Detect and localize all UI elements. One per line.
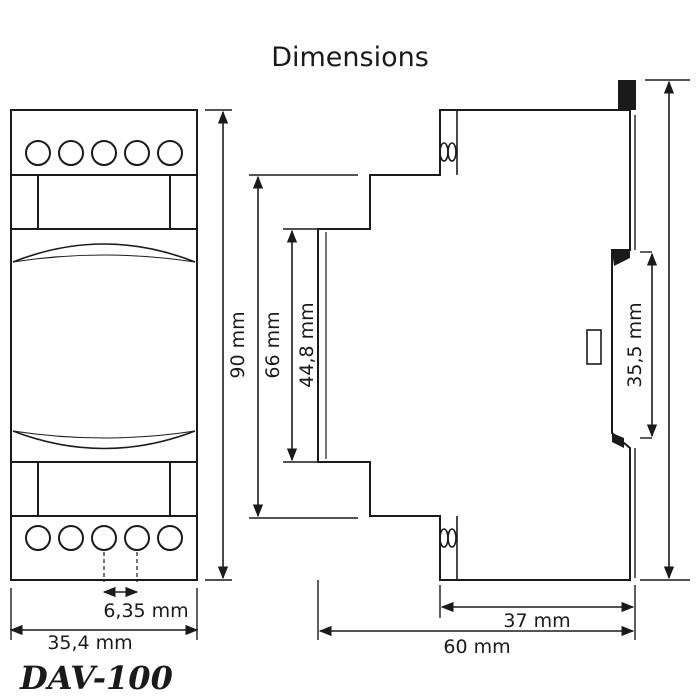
depth-front-label: 37 mm [503,610,570,632]
terminal-pitch-label: 6,35 mm [103,600,188,622]
top-terminal-2 [58,140,84,166]
height-mid-label: 66 mm [262,311,284,378]
bottom-terminal-4 [124,525,150,551]
front-panel-curve-top-inner [12,254,196,263]
front-panel-curve-bottom [12,430,196,450]
diagram-title: Dimensions [271,42,429,73]
bottom-terminal-5 [157,525,183,551]
rail-clip-top [612,250,630,266]
rail-label: 35,5 mm [624,302,646,387]
top-terminal-5 [157,140,183,166]
top-terminals [25,140,183,166]
width-label: 35,4 mm [47,632,132,654]
height-front-label: 44,8 mm [296,302,318,387]
side-view-outline [317,109,631,581]
depth-total-label: 60 mm [443,636,510,658]
front-view [10,109,198,581]
side-terminal-screw-top [439,142,457,162]
height-total-label: 90 mm [227,311,249,378]
front-panel [10,228,198,463]
model-name: DAV-100 [19,659,173,697]
top-terminal-4 [124,140,150,166]
side-terminal-screw-bottom [439,528,457,548]
bottom-terminal-3 [91,525,117,551]
front-panel-curve-bottom-inner [12,430,196,439]
mounting-latch [618,80,636,110]
front-panel-curve-top [12,243,196,263]
bottom-terminal-1 [25,525,51,551]
top-terminal-3 [91,140,117,166]
bottom-terminals [25,525,183,551]
bottom-terminal-2 [58,525,84,551]
side-view-slot [586,329,602,365]
top-terminal-1 [25,140,51,166]
rail-clip-bottom [612,433,624,448]
